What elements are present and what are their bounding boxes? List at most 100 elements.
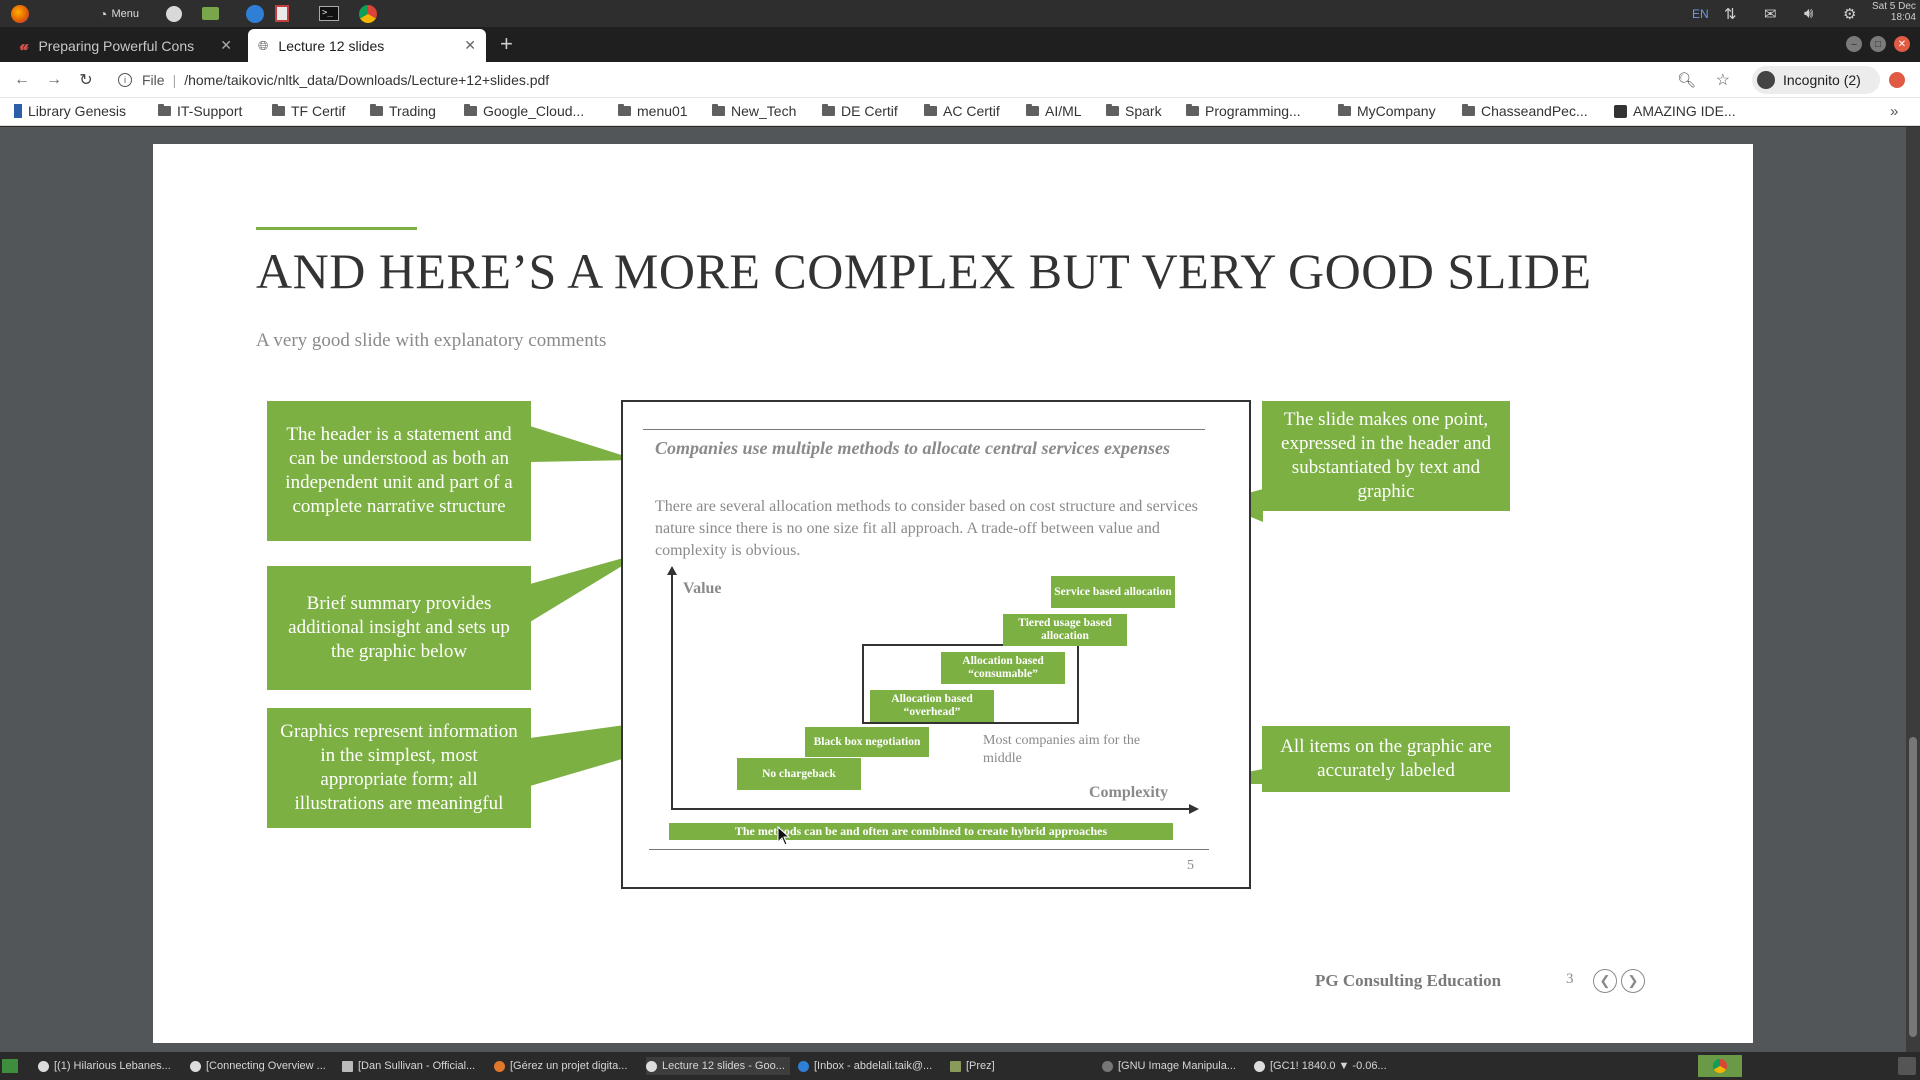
archive-icon[interactable] [272, 3, 292, 24]
address-bar[interactable]: i File | /home/taikovic/nltk_data/Downlo… [108, 66, 1746, 94]
document-icon [342, 1060, 353, 1072]
settings-icon[interactable]: ⚙ [1843, 5, 1857, 23]
info-icon[interactable]: i [118, 73, 132, 87]
taskbar-item[interactable]: [Inbox - abdelali.taik@... [798, 1057, 940, 1075]
next-slide-icon[interactable]: ❯ [1621, 969, 1645, 993]
chrome-icon[interactable] [358, 3, 378, 24]
bookmark-item[interactable]: Library Genesis [14, 103, 126, 119]
update-icon[interactable] [1889, 72, 1905, 88]
taskbar-label: [Connecting Overview ... [206, 1060, 326, 1072]
bookmark-folder[interactable]: Programming... [1186, 103, 1301, 119]
hybrid-note-bar: The methods can be and often are combine… [669, 823, 1173, 840]
volume-icon[interactable]: 🔊︎ [1804, 5, 1814, 22]
thunderbird-icon[interactable] [244, 3, 266, 24]
folder-icon [1106, 104, 1119, 116]
incognito-chip[interactable]: Incognito (2) [1752, 66, 1880, 94]
bookmark-folder[interactable]: TF Certif [272, 103, 345, 119]
reload-button[interactable]: ↻ [79, 72, 93, 89]
network-icon[interactable]: ⇅ [1724, 5, 1737, 23]
bookmark-folder[interactable]: menu01 [618, 103, 688, 119]
bookmark-folder[interactable]: ChasseandPec... [1462, 103, 1588, 119]
slide-subtitle: A very good slide with explanatory comme… [256, 330, 607, 351]
mail-icon[interactable]: ✉ [1764, 5, 1777, 23]
taskbar-item-active[interactable]: Lecture 12 slides - Goo... [646, 1057, 790, 1075]
bookmark-icon [1614, 104, 1627, 118]
folder-icon[interactable] [200, 3, 220, 24]
maximize-button[interactable]: □ [1870, 36, 1886, 52]
taskbar-item[interactable]: [GNU Image Manipula... [1102, 1057, 1244, 1075]
example-slide: Companies use multiple methods to alloca… [621, 400, 1251, 889]
zoom-icon[interactable]: 🔍︎ [1676, 72, 1696, 89]
taskbar-item[interactable]: [Dan Sullivan - Official... [342, 1057, 484, 1075]
taskbar-item[interactable]: [(1) Hilarious Lebanes... [38, 1057, 178, 1075]
y-axis-label: Value [683, 580, 722, 597]
menu-label: Menu [111, 7, 139, 20]
prev-slide-icon[interactable]: ❮ [1593, 969, 1617, 993]
bookmark-folder[interactable]: IT-Support [158, 103, 242, 119]
top-rule [643, 429, 1205, 430]
coursera-icon: 𝓊 [20, 37, 29, 54]
close-tab-icon[interactable]: ✕ [220, 37, 232, 53]
taskbar-label: [GC1! 1840.0 ▼ -0.06... [1270, 1060, 1387, 1072]
close-window-button[interactable]: ✕ [1894, 36, 1910, 52]
taskbar-item[interactable]: [GC1! 1840.0 ▼ -0.06... [1254, 1057, 1396, 1075]
taskbar-label: [Dan Sullivan - Official... [358, 1060, 476, 1072]
pinned-chrome[interactable] [1698, 1055, 1742, 1077]
tab-lecture-slides[interactable]: 🌐︎ Lecture 12 slides ✕ [248, 29, 486, 62]
folder-icon [272, 104, 285, 116]
bookmark-label: Google_Cloud... [483, 103, 585, 119]
taskbar-label: [Prez] [966, 1060, 995, 1072]
bookmark-folder[interactable]: AC Certif [924, 103, 1000, 119]
folder-icon [618, 104, 631, 116]
taskbar-item[interactable]: [Gérez un projet digita... [494, 1057, 636, 1075]
taskbar-label: [(1) Hilarious Lebanes... [54, 1060, 171, 1072]
thunderbird-icon [798, 1060, 809, 1072]
new-tab-button[interactable]: + [500, 31, 513, 56]
tab-coursera[interactable]: 𝓊 Preparing Powerful Cons ✕ [10, 29, 242, 62]
forward-button[interactable]: → [46, 71, 62, 88]
x-axis [671, 808, 1191, 810]
star-icon[interactable]: ☆ [1715, 72, 1730, 89]
header-pointer [530, 426, 637, 462]
bookmark-folder[interactable]: Google_Cloud... [464, 103, 584, 119]
globe-icon: 🌐︎ [258, 37, 269, 53]
clock[interactable]: Sat 5 Dec 18:04 [1872, 1, 1916, 26]
tab-strip: 𝓊 Preparing Powerful Cons ✕ 🌐︎ Lecture 1… [0, 27, 1920, 62]
chrome-icon [38, 1060, 49, 1072]
bookmark-folder[interactable]: Spark [1106, 103, 1162, 119]
folder-icon [464, 104, 477, 116]
show-desktop-icon[interactable] [2, 1059, 18, 1073]
taskbar-item[interactable]: [Prez] [950, 1057, 1050, 1075]
pdf-viewport[interactable]: AND HERE’S A MORE COMPLEX BUT VERY GOOD … [0, 127, 1920, 1052]
clock-date: Sat 5 Dec [1872, 1, 1916, 12]
bookmark-folder[interactable]: DE Certif [822, 103, 898, 119]
minimize-button[interactable]: – [1846, 36, 1862, 52]
bookmark-label: DE Certif [841, 103, 898, 119]
scrollbar[interactable] [1906, 127, 1920, 1052]
bookmark-item[interactable]: AMAZING IDE... [1614, 103, 1736, 119]
chrome-icon [646, 1060, 657, 1072]
terminal-icon[interactable]: >_ [318, 3, 340, 24]
slide-title: AND HERE’S A MORE COMPLEX BUT VERY GOOD … [256, 243, 1592, 299]
taskbar-item[interactable]: [Connecting Overview ... [190, 1057, 332, 1075]
gimp-icon [1102, 1060, 1113, 1072]
bookmark-folder[interactable]: MyCompany [1338, 103, 1436, 119]
files-icon[interactable] [164, 3, 184, 24]
footer-brand: PG Consulting Education [1315, 971, 1502, 990]
menu-button[interactable]: ◔ Menu [94, 3, 144, 24]
scrollbar-thumb[interactable] [1909, 737, 1917, 1037]
folder-icon [1026, 104, 1039, 116]
folder-icon [370, 104, 383, 116]
more-bookmarks-button[interactable]: » [1890, 103, 1899, 120]
back-button[interactable]: ← [14, 71, 30, 88]
keyboard-layout[interactable]: EN [1692, 3, 1709, 24]
firefox-icon[interactable] [10, 3, 30, 24]
close-tab-icon[interactable]: ✕ [464, 37, 476, 53]
bookmark-folder[interactable]: New_Tech [712, 103, 796, 119]
bookmark-folder[interactable]: AI/ML [1026, 103, 1082, 119]
bookmark-folder[interactable]: Trading [370, 103, 436, 119]
taskbar-label: [GNU Image Manipula... [1118, 1060, 1236, 1072]
workspace-icon[interactable] [1898, 1057, 1916, 1075]
chrome-icon [190, 1060, 201, 1072]
folder-icon [1338, 104, 1351, 116]
